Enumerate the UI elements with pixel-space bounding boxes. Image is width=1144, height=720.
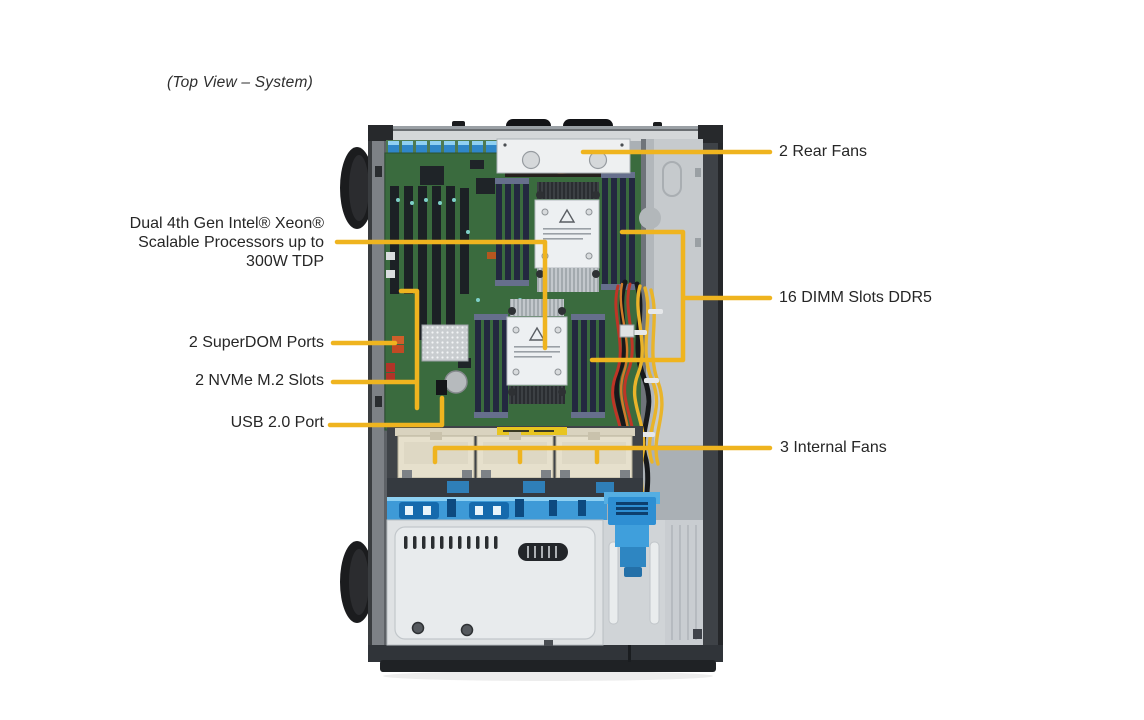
cmos-battery: [444, 370, 468, 394]
callout-label-rear-fans: 2 Rear Fans: [779, 143, 868, 160]
superdom-ports: [392, 336, 404, 353]
screw: [460, 623, 474, 637]
internal-fan-2: [476, 432, 554, 479]
drive-bay-clip: [469, 502, 509, 519]
internal-fan-3: [555, 432, 633, 479]
callout-label-superdom: 2 SuperDOM Ports: [188, 334, 324, 351]
rear-io-brackets: [386, 140, 499, 155]
figure-title: (Top View – System): [167, 74, 313, 91]
internal-fans: [387, 426, 643, 498]
oval-vent: [518, 543, 568, 561]
chipset-heatsink: [421, 324, 469, 362]
callout-label-cpu: Dual 4th Gen Intel® Xeon® Scalable Proce…: [129, 215, 324, 270]
callout-line-usb: [327, 395, 445, 428]
vent-slots: [404, 536, 498, 549]
chassis-shadow: [383, 671, 713, 681]
chassis-foot-top: [340, 147, 374, 229]
dimm-bank-1: [495, 178, 529, 286]
callout-lines: [327, 149, 773, 465]
callout-line-internal-fans: [432, 445, 773, 465]
cpu1-heatsink: [534, 182, 600, 292]
drive-bay-clip: [399, 502, 439, 519]
callout-label-nvme: 2 NVMe M.2 Slots: [195, 372, 324, 389]
drive-bay-rail: [387, 497, 607, 522]
dimm-bank-3: [474, 314, 508, 418]
rear-fan-housing: [496, 138, 631, 174]
ridged-panel: [665, 520, 703, 645]
warning-label: [497, 427, 567, 435]
screw: [411, 621, 425, 635]
callout-label-dimm: 16 DIMM Slots DDR5: [779, 289, 932, 306]
callout-label-internal-fans: 3 Internal Fans: [780, 439, 887, 456]
bottom-plate: [386, 519, 604, 646]
cpu2-heatsink: [506, 299, 568, 404]
callout-line-nvme: [330, 288, 420, 411]
callout-line-dimm: [589, 229, 773, 363]
chassis-foot-bottom: [340, 541, 374, 623]
dimm-bank-4: [571, 314, 605, 418]
blue-bracket: [604, 492, 660, 577]
callout-line-cpu: [334, 239, 548, 351]
callout-label-usb: USB 2.0 Port: [230, 414, 324, 431]
usb-2-port: [436, 380, 447, 395]
